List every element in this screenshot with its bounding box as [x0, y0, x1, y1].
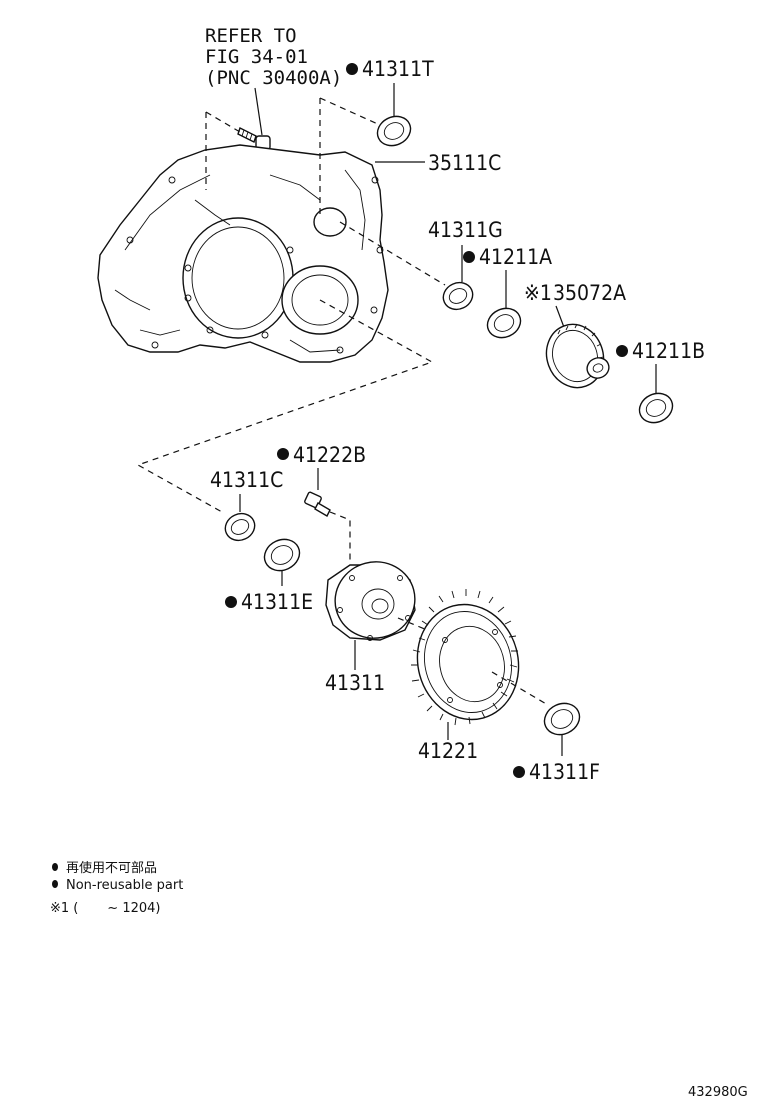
- legend-line-3: ※1 ( ~ 1204): [50, 901, 160, 916]
- non-reusable-dot-41311E: [225, 596, 237, 608]
- non-reusable-dot-41222B: [277, 448, 289, 460]
- label-35111C: 35111C: [428, 151, 501, 175]
- figure-id: 432980G: [688, 1085, 748, 1100]
- differential-drive-pinion-35072A: [545, 323, 610, 389]
- label-41311E: 41311E: [241, 590, 313, 614]
- non-reusable-dot-41311F: [513, 766, 525, 778]
- non-reusable-dot-41211B: [616, 345, 628, 357]
- legend-line-2: Non-reusable part: [66, 878, 183, 893]
- refer-line-3: (PNC 30400A): [205, 67, 342, 89]
- label-41211B: 41211B: [632, 339, 705, 363]
- housing-bolt: [237, 127, 271, 151]
- label-41211A: 41211A: [479, 245, 552, 269]
- label-41221: 41221: [418, 739, 478, 763]
- transaxle-housing: [97, 144, 389, 363]
- bearing-41211B: [638, 392, 674, 424]
- label-41311G: 41311G: [428, 218, 503, 242]
- label-41311: 41311: [325, 671, 385, 695]
- label-35072A: 35072A: [553, 281, 626, 305]
- differential-case-41311: [325, 561, 416, 641]
- ring-gear-bolt-41222B: [304, 491, 331, 517]
- refer-line-1: REFER TO: [205, 25, 297, 47]
- label-35072A-prefix: ※1: [524, 281, 552, 305]
- dash-bolt-to-case: [329, 511, 351, 560]
- refer-leader: [254, 87, 263, 136]
- refer-line-2: FIG 34-01: [205, 46, 308, 68]
- oil-seal-41311C: [224, 512, 256, 542]
- legend-dot-1: [52, 863, 58, 871]
- dash-41311T: [319, 97, 381, 126]
- bearing-41211A: [486, 307, 522, 339]
- bearing-41311E: [263, 538, 301, 572]
- legend-dot-2: [52, 880, 58, 888]
- dash-bolt-b: [205, 111, 241, 133]
- label-41311C: 41311C: [210, 468, 283, 492]
- label-41311F: 41311F: [529, 760, 600, 784]
- bearing-41311F: [543, 702, 581, 736]
- oil-seal-41311T: [376, 115, 412, 147]
- label-41311T: 41311T: [362, 57, 434, 81]
- legend-line-1: 再使用不可部品: [66, 860, 157, 876]
- dash-41311G: [339, 221, 446, 286]
- oil-seal-41311G: [442, 281, 474, 311]
- non-reusable-dot-41211A: [463, 251, 475, 263]
- differential-ring-gear-41221: [411, 589, 520, 726]
- label-41222B: 41222B: [293, 443, 366, 467]
- non-reusable-dot-41311T: [346, 63, 358, 75]
- dash-diff-path: [136, 299, 434, 513]
